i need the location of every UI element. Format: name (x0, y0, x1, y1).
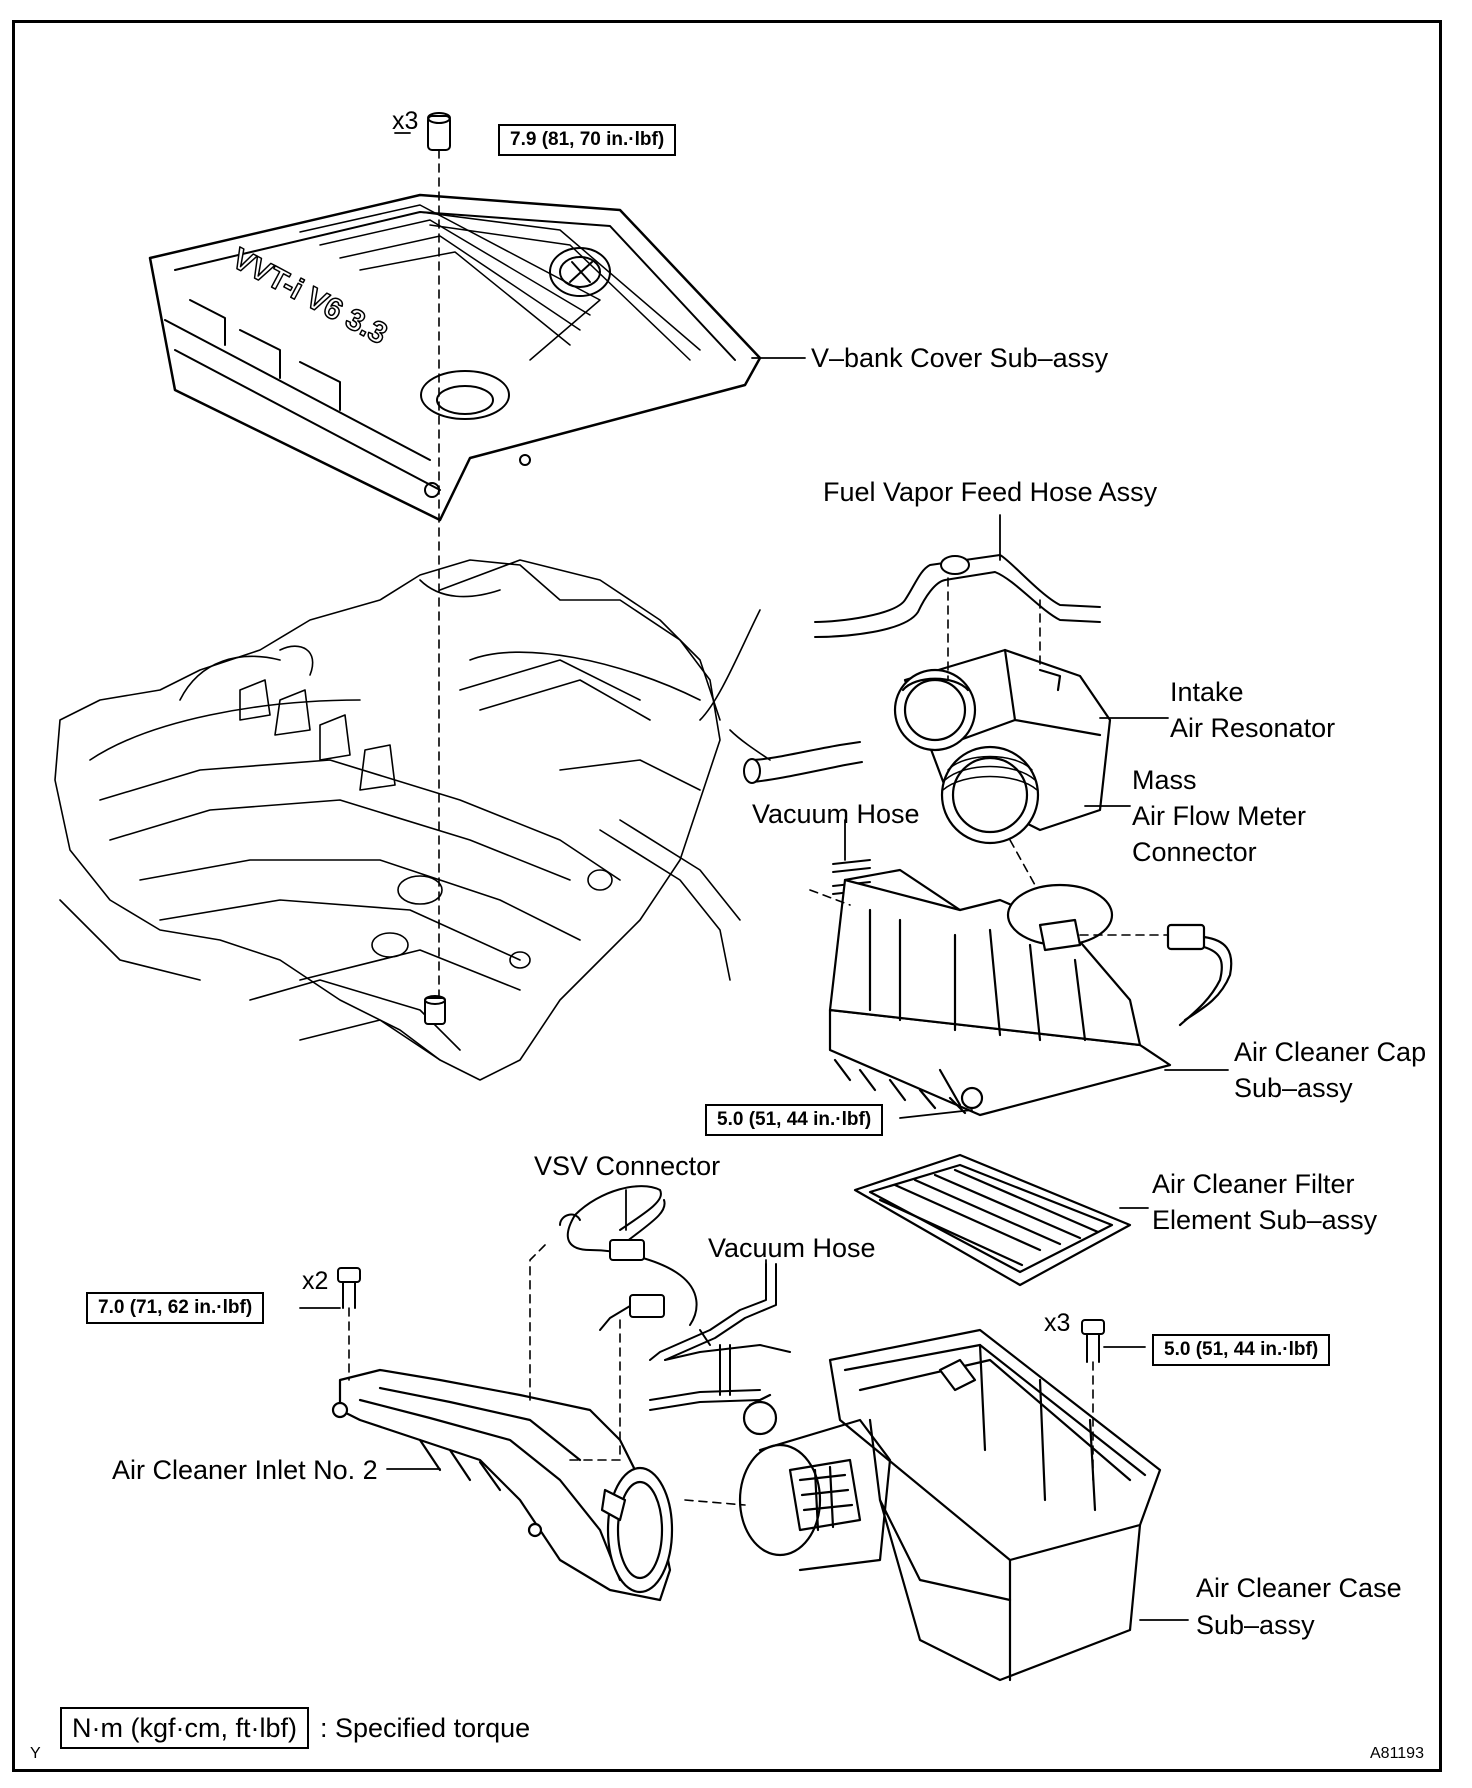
fuel-vapor-hose-drawing (814, 554, 1101, 638)
label-maf-connector-line2: Air Flow Meter (1132, 801, 1307, 831)
cover-nut-quantity: x3 (392, 107, 419, 135)
engine-drawing (54, 559, 863, 1081)
assembly-guide-lines (348, 149, 1169, 1506)
case-bolt-quantity: x3 (1044, 1309, 1071, 1337)
leader-lines (299, 132, 1229, 1621)
maf-connector-drawing (1166, 923, 1233, 1027)
label-vacuum-hose-lower: Vacuum Hose (708, 1233, 876, 1263)
cover-nut-torque-box: 7.9 (81, 70 in.·lbf) (498, 124, 677, 156)
label-air-cleaner-inlet: Air Cleaner Inlet No. 2 (112, 1455, 378, 1485)
cap-bolt-torque-box: 5.0 (51, 44 in.·lbf) (705, 1104, 884, 1136)
inlet-bolt-drawing (337, 1267, 361, 1309)
corner-mark: Y (30, 1745, 41, 1762)
cover-stud-drawing (424, 995, 446, 1025)
label-intake-air-resonator-line2: Air Resonator (1170, 713, 1336, 743)
vsv-connector-drawing (559, 1185, 698, 1331)
intake-air-resonator-drawing (893, 648, 1112, 845)
label-air-cleaner-case-line1: Air Cleaner Case (1196, 1573, 1402, 1603)
label-intake-air-resonator-line1: Intake (1170, 677, 1244, 707)
label-air-cleaner-filter-line1: Air Cleaner Filter (1152, 1169, 1355, 1199)
legend-torque-unit-box: N·m (kgf·cm, ft·lbf) (60, 1707, 309, 1749)
air-cleaner-filter-drawing (853, 1153, 1132, 1287)
diagram-frame (12, 20, 1442, 1772)
air-cleaner-inlet-drawing (331, 1368, 674, 1602)
legend-specified-torque-text: : Specified torque (320, 1713, 531, 1743)
case-bolt-torque-box: 5.0 (51, 44 in.·lbf) (1152, 1334, 1331, 1366)
case-bolt-drawing (1081, 1319, 1105, 1363)
air-cleaner-cap-drawing (828, 868, 1172, 1117)
label-air-cleaner-filter-line2: Element Sub–assy (1152, 1205, 1378, 1235)
label-vacuum-hose-upper: Vacuum Hose (752, 799, 920, 829)
air-cleaner-case-drawing (738, 1328, 1162, 1682)
label-air-cleaner-cap-line1: Air Cleaner Cap (1234, 1037, 1427, 1067)
v-bank-cover-drawing: VVT-i V6 3.3 (148, 193, 762, 522)
vacuum-hose-lower-drawing (649, 1263, 791, 1411)
inlet-bolt-quantity: x2 (302, 1267, 329, 1295)
label-fuel-vapor-feed-hose: Fuel Vapor Feed Hose Assy (823, 477, 1158, 507)
label-v-bank-cover: V–bank Cover Sub–assy (811, 343, 1109, 373)
label-maf-connector-line3: Connector (1132, 837, 1257, 867)
label-air-cleaner-cap-line2: Sub–assy (1234, 1073, 1353, 1103)
inlet-bolt-torque-box: 7.0 (71, 62 in.·lbf) (86, 1292, 265, 1324)
cover-nut-drawing (427, 112, 451, 151)
label-air-cleaner-case-line2: Sub–assy (1196, 1610, 1315, 1640)
label-maf-connector-line1: Mass (1132, 765, 1197, 795)
figure-id: A81193 (1370, 1745, 1424, 1762)
label-vsv-connector: VSV Connector (534, 1151, 721, 1181)
